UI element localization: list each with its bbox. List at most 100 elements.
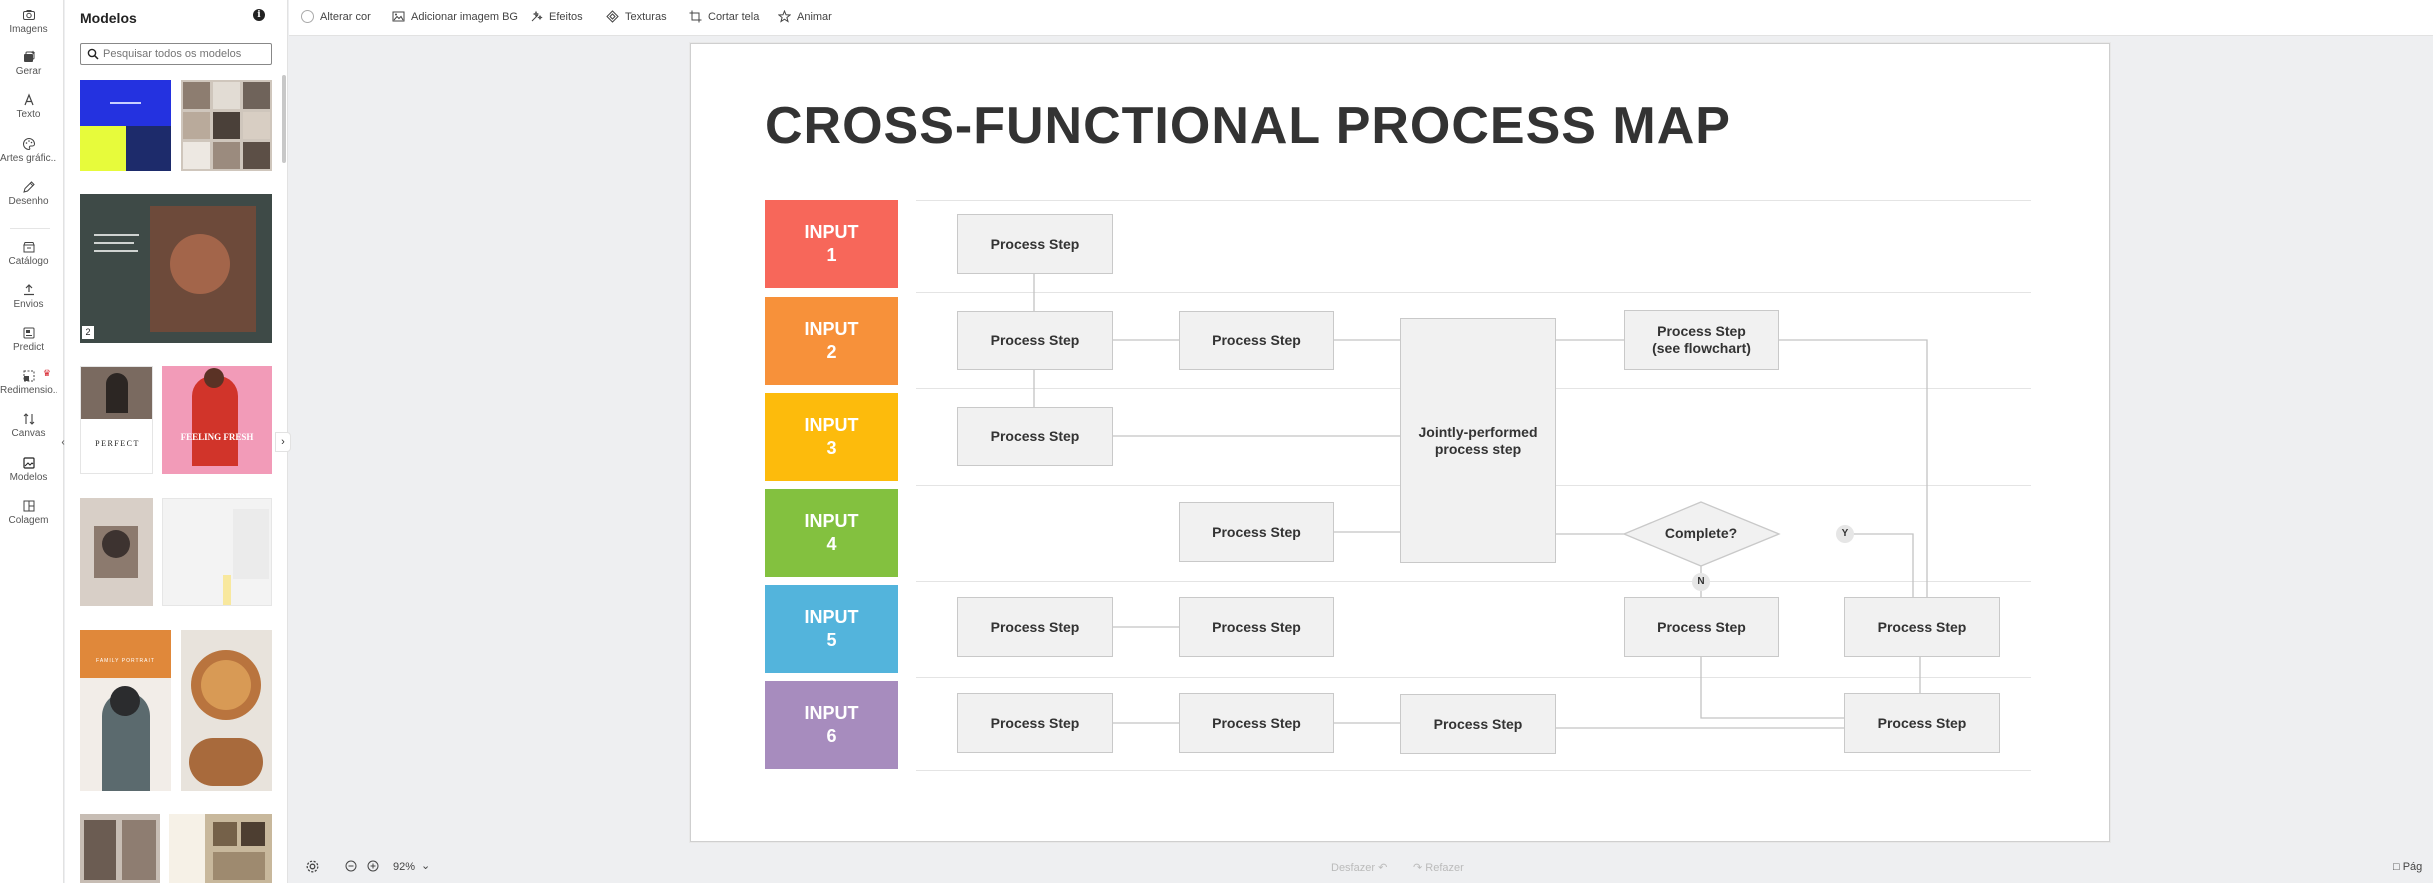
canvas-arrows-icon [23, 413, 34, 425]
sidebar-item-desenho[interactable]: Desenho [0, 180, 57, 207]
chevron-right-icon: › [281, 436, 285, 448]
process-step[interactable]: Process Step [1179, 502, 1334, 562]
sidebar-item-label: Artes gráfic... [0, 153, 57, 164]
step-label: Process Step [990, 618, 1080, 635]
step-label: Process Step [990, 714, 1080, 731]
sidebar-item-gerar[interactable]: Gerar [0, 50, 57, 77]
process-step[interactable]: Process Step [1844, 693, 2000, 753]
template-search[interactable] [80, 43, 272, 65]
connector-lines [1033, 274, 1928, 729]
lane-label-text: INPUT [804, 415, 859, 435]
lane-label-number: 6 [826, 726, 837, 746]
settings-gear-icon[interactable] [305, 859, 320, 877]
lane-label-number: 4 [826, 534, 837, 554]
toolbar-label: Adicionar imagem BG [411, 10, 518, 23]
process-step[interactable]: Process Step [1179, 693, 1334, 753]
lane-label-text: INPUT [804, 511, 859, 531]
lane-divider [916, 581, 2031, 582]
redo-button[interactable]: ↷ Refazer [1413, 861, 1464, 874]
template-thumbnail[interactable] [80, 498, 153, 606]
crop-canvas-button[interactable]: Cortar tela [689, 10, 759, 23]
process-step[interactable]: Process Step [1624, 597, 1779, 657]
flowchart-process-step[interactable]: Process Step(see flowchart) [1624, 310, 1779, 370]
effects-button[interactable]: Efeitos [530, 10, 583, 23]
undo-icon: ↶ [1378, 862, 1388, 874]
chevron-down-icon[interactable]: ⌄ [421, 860, 431, 872]
process-step[interactable]: Process Step [1179, 597, 1334, 657]
lane-label-input-4[interactable]: INPUT 4 [765, 489, 898, 577]
step-label: Process Step [1212, 523, 1301, 540]
step-label: Process Step [1657, 323, 1746, 339]
template-thumbnail[interactable] [80, 80, 171, 171]
decision-diamond[interactable] [1622, 501, 1781, 567]
redo-label: Refazer [1425, 862, 1464, 874]
sidebar-item-colagem[interactable]: Colagem [0, 499, 57, 526]
textures-button[interactable]: Texturas [606, 10, 667, 23]
template-thumbnail[interactable]: 2 [80, 194, 272, 343]
sidebar-item-artes-graficas[interactable]: Artes gráfic... [0, 137, 57, 164]
zoom-in-button[interactable] [367, 860, 379, 875]
thumbnail-text: FAMILY PORTRAIT [96, 658, 155, 664]
step-label: Process Step [1212, 332, 1301, 348]
search-input[interactable] [103, 46, 269, 62]
redo-icon: ↷ [1413, 862, 1423, 874]
process-step[interactable]: Process Step [957, 214, 1113, 274]
undo-button[interactable]: Desfazer ↶ [1331, 861, 1387, 874]
change-color-button[interactable]: Alterar cor [301, 10, 371, 23]
process-step[interactable]: Process Step [957, 311, 1113, 370]
process-step[interactable]: Process Step [957, 407, 1113, 466]
left-tool-rail: Imagens Gerar Texto Artes gráfic... Dese… [0, 0, 65, 883]
pages-label: Pág [2402, 861, 2423, 873]
template-thumbnail[interactable] [162, 498, 272, 606]
panel-title: Modelos [80, 10, 137, 26]
panel-scrollbar[interactable] [282, 75, 286, 163]
step-label: Process Step [1877, 714, 1967, 731]
pen-icon [22, 181, 35, 193]
process-step[interactable]: Process Step [1179, 311, 1334, 370]
template-thumbnail[interactable] [181, 80, 272, 171]
sidebar-item-predict[interactable]: Predict [0, 326, 57, 353]
template-thumbnail[interactable] [169, 814, 272, 883]
sidebar-item-label: Colagem [8, 515, 49, 526]
process-step[interactable]: Process Step [1400, 694, 1556, 754]
zoom-level[interactable]: 92% [393, 861, 416, 873]
plus-circle-icon [367, 860, 379, 872]
chevron-left-icon[interactable]: ‹ [61, 437, 65, 448]
add-bg-image-button[interactable]: Adicionar imagem BG [392, 10, 518, 23]
zoom-out-button[interactable] [345, 860, 357, 875]
sidebar-item-modelos[interactable]: Modelos [0, 456, 57, 483]
animate-button[interactable]: Animar [778, 10, 832, 23]
minus-circle-icon [345, 860, 357, 872]
sidebar-item-catalogo[interactable]: Catálogo [0, 240, 57, 267]
process-step[interactable]: Process Step [957, 693, 1113, 753]
sidebar-item-redimensionar[interactable]: ♛ Redimensio... [0, 368, 57, 396]
sidebar-item-canvas[interactable]: Canvas [0, 412, 57, 439]
palette-icon [22, 137, 35, 151]
sidebar-item-envios[interactable]: Envios [0, 283, 57, 310]
info-icon[interactable]: i [253, 9, 265, 21]
sidebar-item-texto[interactable]: Texto [0, 93, 57, 120]
sidebar-item-imagens[interactable]: Imagens [0, 8, 57, 35]
lane-label-input-3[interactable]: INPUT 3 [765, 393, 898, 481]
template-thumbnail[interactable] [80, 814, 160, 883]
sidebar-item-label: Modelos [9, 472, 48, 483]
lane-label-number: 3 [826, 438, 837, 458]
step-label: Process Step [990, 428, 1080, 444]
process-step[interactable]: Process Step [957, 597, 1113, 657]
template-thumbnail[interactable]: PERFECT [80, 366, 153, 474]
template-thumbnail[interactable] [181, 630, 272, 791]
diagram-title[interactable]: CROSS-FUNCTIONAL PROCESS MAP [765, 97, 1731, 155]
step-label: Jointly-performed [1418, 423, 1538, 440]
step-label: Process Step [1433, 715, 1523, 732]
collapse-panel-button[interactable]: › [275, 432, 291, 452]
template-thumbnail[interactable]: FEELING FRESH [162, 366, 272, 474]
pages-button[interactable]: □ Pág [2393, 861, 2422, 873]
process-step[interactable]: Process Step [1844, 597, 2000, 657]
template-thumbnail[interactable]: FAMILY PORTRAIT [80, 630, 171, 791]
